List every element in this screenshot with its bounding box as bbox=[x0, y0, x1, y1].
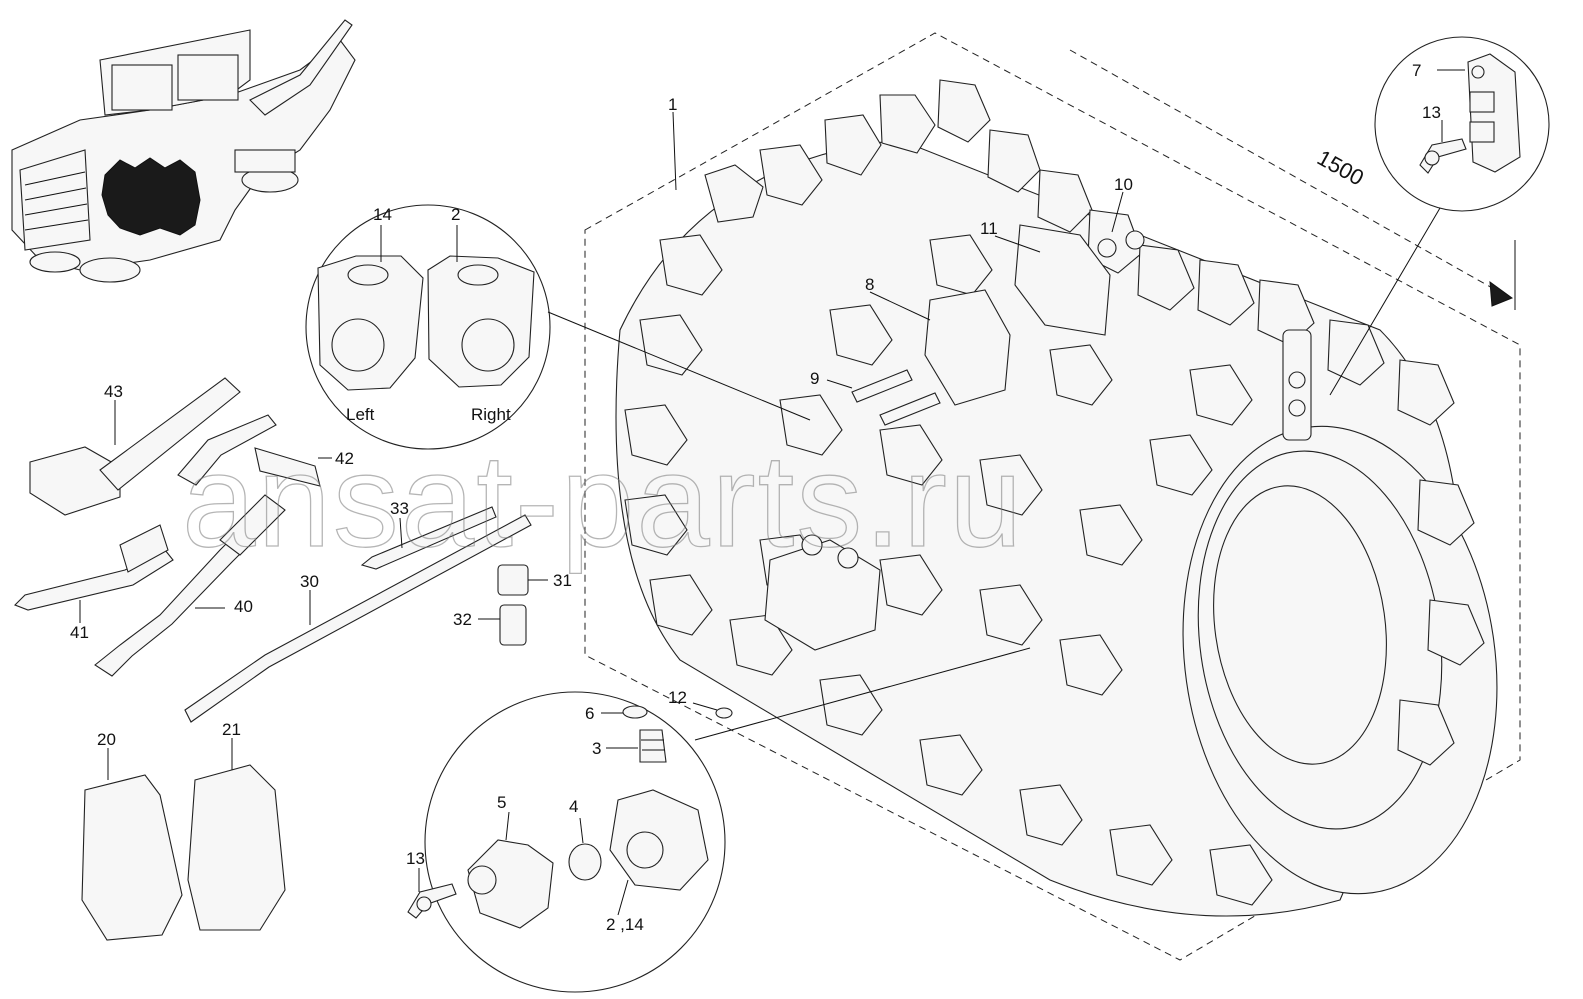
label-32: 32 bbox=[453, 610, 472, 629]
label-11: 11 bbox=[980, 219, 998, 238]
label-40: 40 bbox=[234, 597, 253, 616]
label-33: 33 bbox=[390, 499, 409, 518]
label-1: 1 bbox=[668, 95, 677, 114]
label-30: 30 bbox=[300, 572, 319, 591]
label-2-14: 2 ,14 bbox=[606, 915, 644, 934]
detail-circle-top-right bbox=[1329, 36, 1550, 396]
label-43: 43 bbox=[104, 382, 123, 401]
label-6: 6 bbox=[585, 704, 594, 723]
drum-assembly-boundary bbox=[584, 32, 1521, 961]
bag-20 bbox=[81, 774, 183, 941]
detail-circle-left-right bbox=[305, 204, 811, 450]
part-number-labels: 1 7 13 10 11 8 9 14 2 Left Right 43 42 3… bbox=[70, 61, 1441, 934]
label-10: 10 bbox=[1114, 175, 1133, 194]
label-41: 41 bbox=[70, 623, 89, 642]
detail-circle-bottom bbox=[407, 647, 1031, 993]
bag-21 bbox=[187, 764, 286, 931]
milling-machine-illustration bbox=[11, 19, 356, 283]
label-13-bottom: 13 bbox=[406, 849, 425, 868]
label-20: 20 bbox=[97, 730, 116, 749]
label-4: 4 bbox=[569, 797, 578, 816]
label-21: 21 bbox=[222, 720, 241, 739]
milling-drum-assembly bbox=[615, 79, 1498, 917]
watermark-text: ansat-parts.ru bbox=[182, 427, 1024, 574]
hand-tools bbox=[14, 111, 1124, 941]
label-9: 9 bbox=[810, 369, 819, 388]
label-31: 31 bbox=[553, 571, 572, 590]
label-2: 2 bbox=[451, 205, 460, 224]
milling-drum-highlight bbox=[101, 157, 201, 236]
label-5: 5 bbox=[497, 793, 506, 812]
label-12: 12 bbox=[668, 688, 687, 707]
dimension-label: 1500 bbox=[1313, 145, 1368, 191]
label-8: 8 bbox=[865, 275, 874, 294]
label-14: 14 bbox=[373, 205, 392, 224]
cutting-picks bbox=[624, 79, 1485, 906]
caption-left: Left bbox=[346, 405, 375, 424]
hammer bbox=[29, 446, 121, 516]
label-42: 42 bbox=[335, 449, 354, 468]
label-13-top: 13 bbox=[1422, 103, 1441, 122]
label-7: 7 bbox=[1412, 61, 1421, 80]
label-3: 3 bbox=[592, 739, 601, 758]
caption-right: Right bbox=[471, 405, 511, 424]
